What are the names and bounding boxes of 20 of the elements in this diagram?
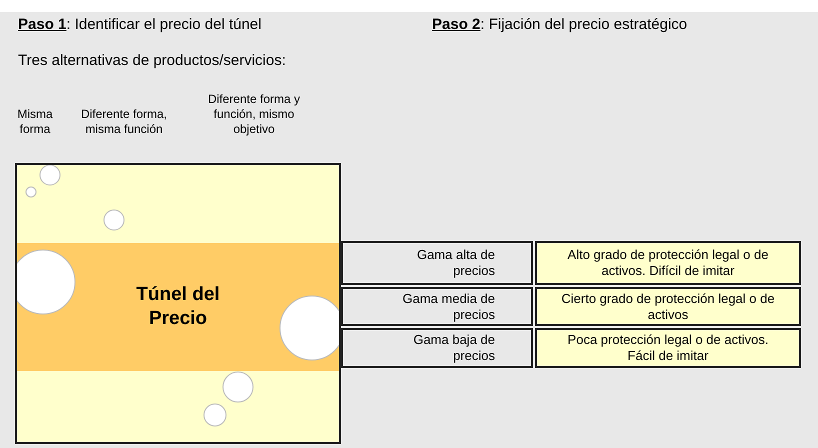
box-text: Alto grado de protección legal o de activos. Difícil de imitar: [566, 247, 770, 279]
column-heading: Misma forma: [16, 107, 54, 137]
column-heading: Diferente forma y función, mismo objetivo: [206, 92, 302, 137]
box-text: Gama baja de precios: [412, 332, 495, 364]
box-text: Gama media de precios: [402, 290, 495, 322]
box-text: Poca protección legal o de activos. Fácil de imitar: [566, 332, 770, 364]
box-text: Gama alta de precios: [416, 247, 495, 279]
protection-box: [535, 287, 801, 326]
step-heading: Paso 2: Fijación del precio estratégico: [432, 16, 688, 33]
column-heading: Diferente forma, misma función: [80, 107, 168, 137]
box-text: Túnel del Precio: [135, 283, 221, 331]
section-heading: Tres alternativas de productos/servicios:: [18, 52, 286, 69]
price-range-box: [341, 328, 533, 368]
price-tunnel-panel: [15, 163, 341, 444]
protection-box: [535, 328, 801, 368]
price-range-box: [341, 287, 533, 326]
price-range-box: [341, 241, 533, 285]
box-text: Cierto grado de protección legal o de activos: [560, 290, 776, 322]
step-heading: Paso 1: Identificar el precio del túnel: [18, 16, 262, 33]
protection-box: [535, 241, 801, 285]
